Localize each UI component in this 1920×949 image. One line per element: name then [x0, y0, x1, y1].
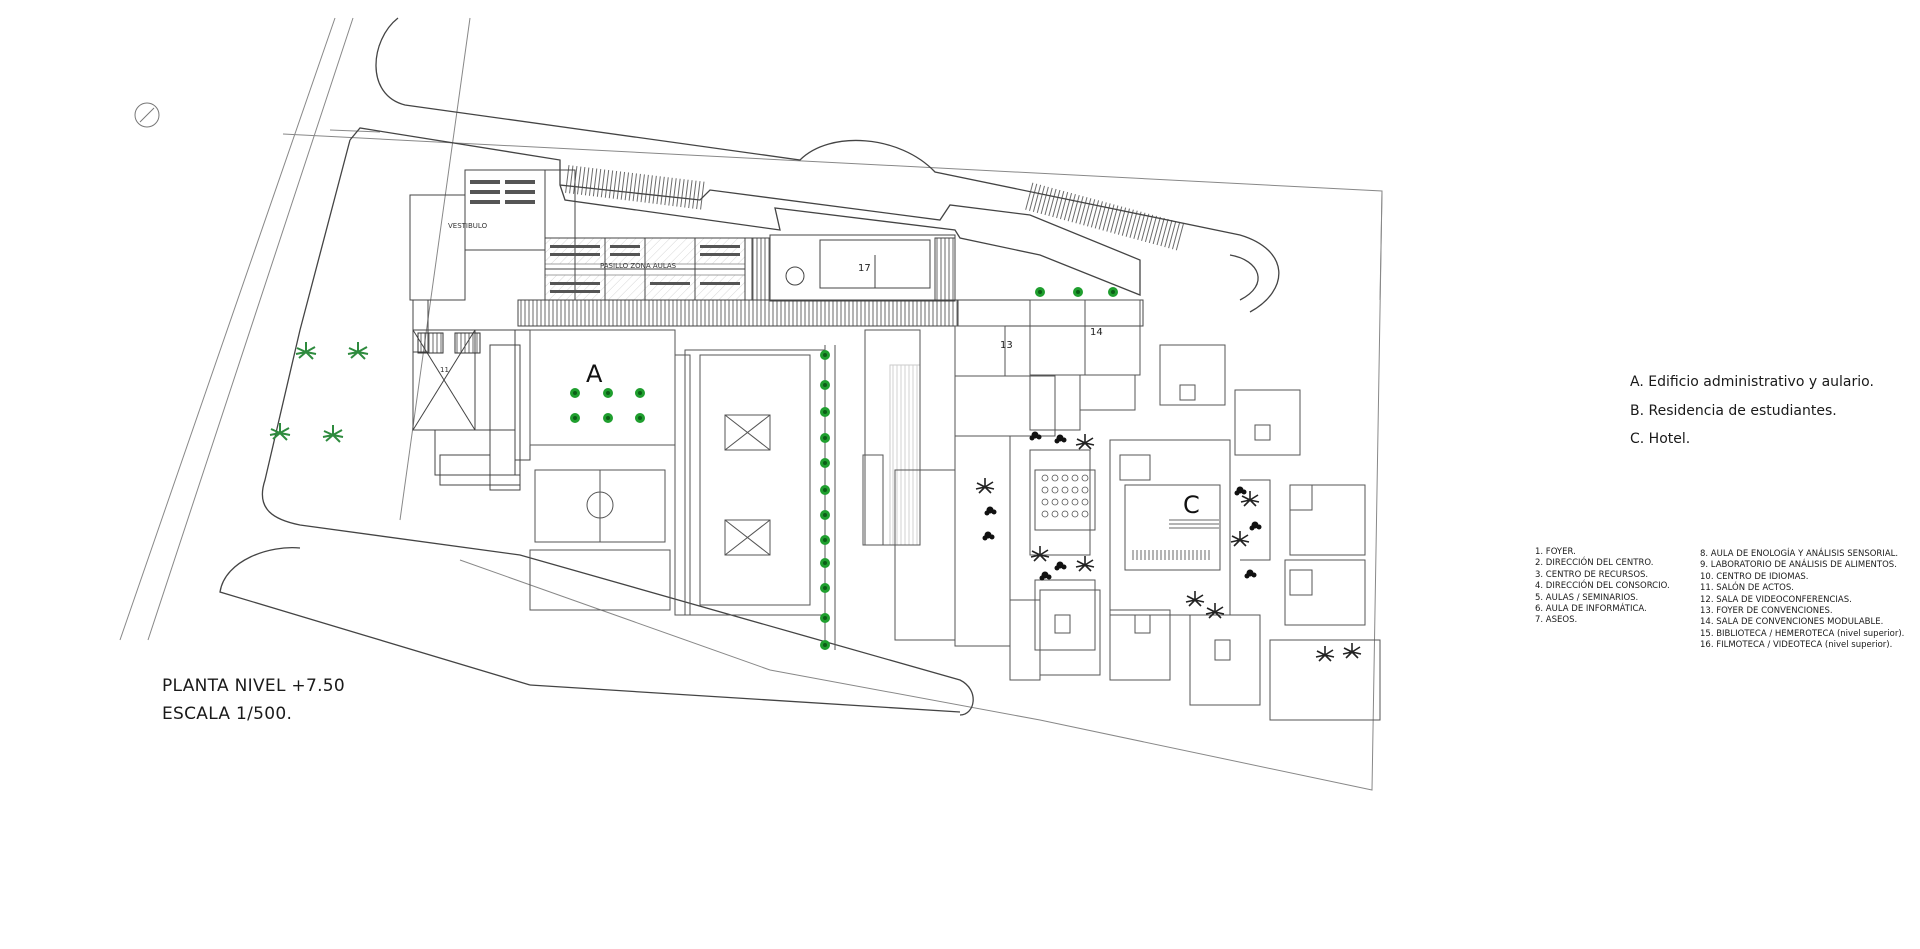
stair-2: [934, 237, 956, 301]
room-legend-item: 14. SALA DE CONVENCIONES MODULABLE.: [1700, 617, 1884, 628]
room-legend-item: 8. AULA DE ENOLOGÍA Y ANÁLISIS SENSORIAL…: [1700, 549, 1899, 559]
label-building-c: C: [1183, 491, 1200, 519]
parking-strip-1: [564, 165, 707, 210]
room-legend-item: 1. FOYER.: [1535, 547, 1576, 557]
tree-icon: [570, 287, 1118, 650]
label-room-17: 17: [858, 263, 871, 274]
building-legend-item: A. Edificio administrativo y aulario.: [1630, 374, 1874, 390]
label-vestibulo: VESTIBULO: [448, 222, 488, 230]
site-boundary: [119, 17, 1383, 791]
hotel-room-column: [1169, 519, 1219, 531]
label-room-14: 14: [1090, 327, 1103, 338]
title-block: PLANTA NIVEL +7.50 ESCALA 1/500.: [162, 672, 345, 728]
room-legend-item: 2. DIRECCIÓN DEL CENTRO.: [1535, 558, 1654, 569]
room-legend-item: 12. SALA DE VIDEOCONFERENCIAS.: [1700, 594, 1852, 605]
stair-1: [751, 237, 771, 301]
label-room-11: 11: [440, 366, 449, 374]
room-legend-item: 7. ASEOS.: [1535, 615, 1578, 626]
rooms-legend-left: 1. FOYER. 2. DIRECCIÓN DEL CENTRO. 3. CE…: [1535, 547, 1670, 627]
auditorium-block: [1034, 469, 1096, 531]
road-outline: [219, 17, 1280, 716]
label-corridor: PASILLO ZONA AULAS: [600, 262, 677, 270]
hotel-room-strip: [1130, 550, 1210, 560]
north-arrow-icon: [134, 102, 160, 128]
auditorium-seats: [1041, 474, 1089, 518]
room-legend-item: 11. SALÓN DE ACTOS.: [1700, 583, 1794, 594]
black-vegetation: [975, 431, 1362, 662]
room-legend-item: 10. CENTRO DE IDIOMAS.: [1700, 571, 1809, 582]
building-legend-item: C. Hotel.: [1630, 431, 1691, 447]
building-a: [409, 169, 576, 491]
building-legend-item: B. Residencia de estudiantes.: [1630, 402, 1837, 419]
building-c: [954, 299, 1381, 721]
room-legend-item: 16. FILMOTECA / VIDEOTECA (nivel superio…: [1700, 640, 1893, 651]
rooms-legend-right: 8. AULA DE ENOLOGÍA Y ANÁLISIS SENSORIAL…: [1700, 549, 1904, 652]
room-legend-item: 5. AULAS / SEMINARIOS.: [1535, 592, 1639, 603]
plan-level-title: PLANTA NIVEL +7.50: [162, 676, 346, 696]
gallery-roof: [957, 299, 1144, 327]
parking-strip-2: [1022, 182, 1185, 251]
palm-icon: [269, 341, 369, 443]
room-legend-item: 9. LABORATORIO DE ANÁLISIS DE ALIMENTOS.: [1700, 560, 1897, 571]
plan-scale: ESCALA 1/500.: [162, 704, 293, 724]
room-legend-item: 6. AULA DE INFORMÁTICA.: [1535, 604, 1647, 615]
courtyards: [529, 329, 956, 650]
label-building-a: A: [586, 360, 603, 388]
main-gallery: [517, 299, 959, 327]
room-legend-item: 3. CENTRO DE RECURSOS.: [1535, 569, 1649, 580]
building-legend: A. Edificio administrativo y aulario. B.…: [1630, 368, 1874, 454]
label-room-13: 13: [1000, 340, 1013, 351]
room-legend-item: 4. DIRECCIÓN DEL CONSORCIO.: [1535, 581, 1670, 592]
room-legend-item: 15. BIBLIOTECA / HEMEROTECA (nivel super…: [1700, 628, 1905, 639]
lecture-hall-seating: [417, 180, 740, 354]
room-legend-item: 13. FOYER DE CONVENCIONES.: [1700, 606, 1833, 617]
